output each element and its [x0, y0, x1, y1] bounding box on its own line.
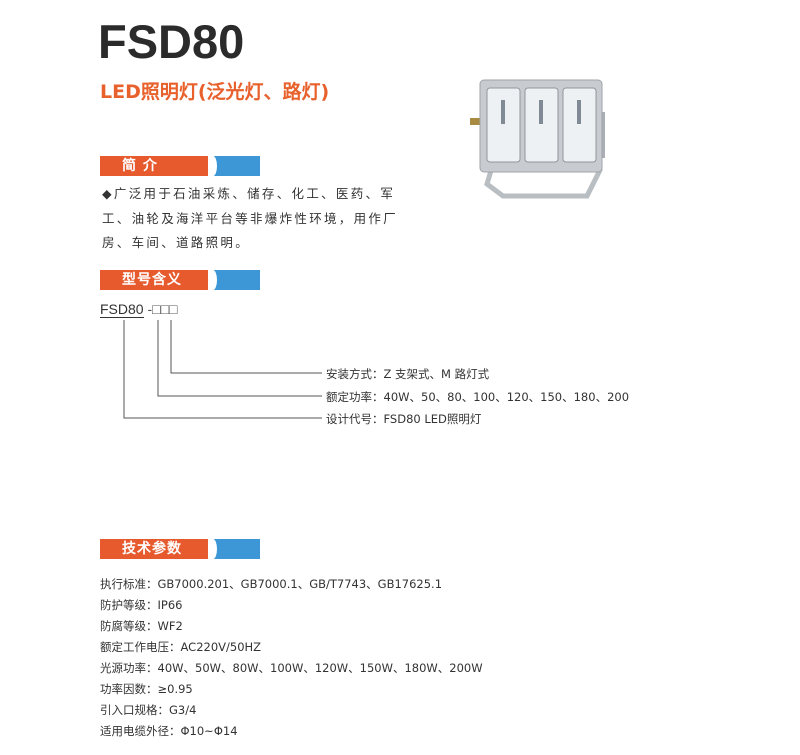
section-accent — [209, 270, 260, 290]
tech-section-header: 技术参数 — [100, 539, 262, 559]
spec-line: 防护等级：IP66 — [100, 598, 183, 612]
model-item-power: 额定功率：40W、50、80、100、120、150、180、200 — [326, 390, 630, 404]
page-subtitle: LED照明灯(泛光灯、路灯) — [100, 81, 330, 103]
section-accent — [209, 156, 260, 176]
model-item-mounting: 安装方式：Z 支架式、M 路灯式 — [326, 367, 490, 381]
model-section-label: 型号含义 — [100, 270, 208, 290]
model-section-header: 型号含义 — [100, 270, 262, 290]
model-code-base: FSD80 — [100, 301, 144, 318]
spec-line: 引入口规格：G3/4 — [100, 703, 197, 717]
product-image — [470, 79, 605, 199]
model-code: FSD80 -□□□ — [100, 301, 178, 318]
intro-section-header: 简 介 — [100, 156, 262, 176]
model-item-design-code: 设计代号：FSD80 LED照明灯 — [326, 412, 482, 426]
spec-line: 执行标准：GB7000.201、GB7000.1、GB/T7743、GB1762… — [100, 577, 443, 591]
spec-line: 额定工作电压：AC220V/50HZ — [100, 640, 262, 654]
page-title: FSD80 — [98, 15, 245, 68]
intro-line: 工、油轮及海洋平台等非爆炸性环境，用作厂 — [102, 211, 399, 226]
section-accent — [209, 539, 260, 559]
spec-line: 光源功率：40W、50W、80W、100W、120W、150W、180W、200… — [100, 661, 483, 675]
spec-line: 适用电缆外径：Φ10~Φ14 — [100, 724, 238, 738]
spec-line: 功率因数：≥0.95 — [100, 682, 193, 696]
spec-line: 防腐等级：WF2 — [100, 619, 183, 633]
tech-section-label: 技术参数 — [100, 539, 208, 559]
model-code-suffix: -□□□ — [147, 301, 178, 317]
intro-line: 房、车间、道路照明。 — [102, 235, 251, 250]
intro-line: ◆广泛用于石油采炼、储存、化工、医药、军 — [102, 186, 396, 201]
intro-section-label: 简 介 — [100, 156, 208, 176]
